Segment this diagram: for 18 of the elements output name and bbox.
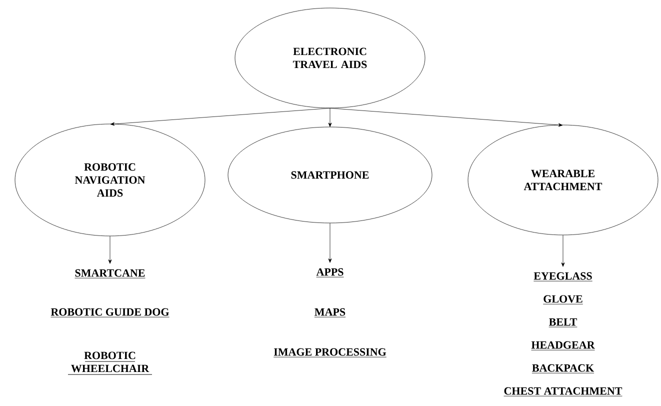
arrow — [328, 223, 332, 263]
item-text: BELT — [548, 318, 578, 328]
item-text: ROBOTIC GUIDE DOG — [50, 308, 170, 318]
item-text: IMAGE PROCESSING — [273, 348, 387, 358]
arrow — [108, 236, 112, 264]
arrow — [328, 108, 332, 127]
item-text: ROBOTIC WHEELCHAIR — [68, 352, 152, 375]
item-text: APPS — [316, 268, 344, 278]
item-text: MAPS — [314, 308, 346, 318]
item-text: GLOVE — [542, 295, 584, 304]
item-text: EYEGLASS — [533, 272, 593, 282]
item-text: SMARTCANE — [74, 269, 146, 278]
arrow — [330, 108, 563, 127]
arrow — [110, 108, 330, 126]
item-text: HEADGEAR — [531, 341, 595, 350]
arrow — [561, 235, 565, 267]
item-text: CHEST ATTACHMENT — [504, 387, 622, 396]
item-text: BACKPACK — [532, 364, 594, 374]
